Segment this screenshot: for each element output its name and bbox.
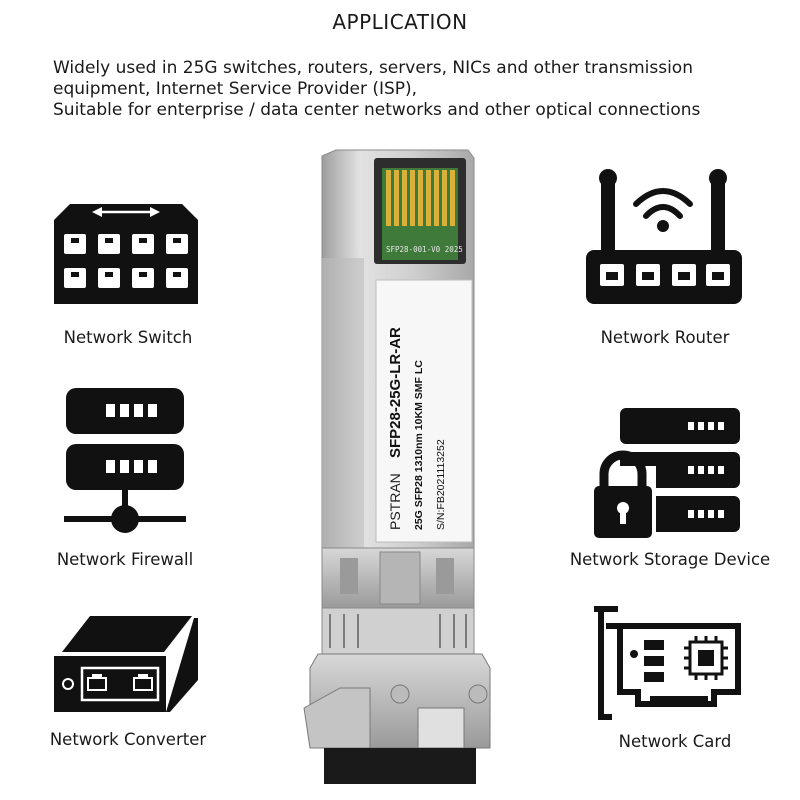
network-switch-label: Network Switch: [63, 328, 193, 347]
page-title: APPLICATION: [332, 10, 468, 34]
network-converter-label: Network Converter: [49, 730, 207, 749]
network-firewall-label: Network Firewall: [56, 550, 194, 569]
network-card-label: Network Card: [618, 732, 732, 751]
label-brand: PSTRAN: [387, 473, 403, 530]
network-storage-label: Network Storage Device: [569, 550, 771, 569]
network-switch-icon: [52, 196, 200, 308]
description-line-1: Widely used in 25G switches, routers, se…: [53, 58, 693, 78]
storage-lock-icon: [590, 406, 742, 542]
description-line-2: equipment, Internet Service Provider (IS…: [53, 79, 418, 99]
network-firewall-icon: [62, 386, 188, 546]
description: Widely used in 25G switches, routers, se…: [53, 58, 773, 121]
description-line-3: Suitable for enterprise / data center ne…: [53, 100, 701, 120]
network-router-label: Network Router: [600, 328, 730, 347]
network-card-icon: [592, 604, 742, 724]
label-part-number: SFP28-25G-LR-AR: [387, 327, 404, 458]
sfp28-module: SFP28-001-V0 2025 PSTRAN SFP28-25G-LR-AR…: [300, 148, 500, 788]
label-spec: 25G SFP28 1310nm 10KM SMF LC: [413, 360, 425, 530]
pcb-marking: SFP28-001-V0 2025: [386, 245, 463, 254]
network-converter-icon: [52, 614, 202, 714]
label-serial: S/N:FB2021113252: [435, 439, 447, 530]
network-router-icon: [586, 166, 746, 306]
